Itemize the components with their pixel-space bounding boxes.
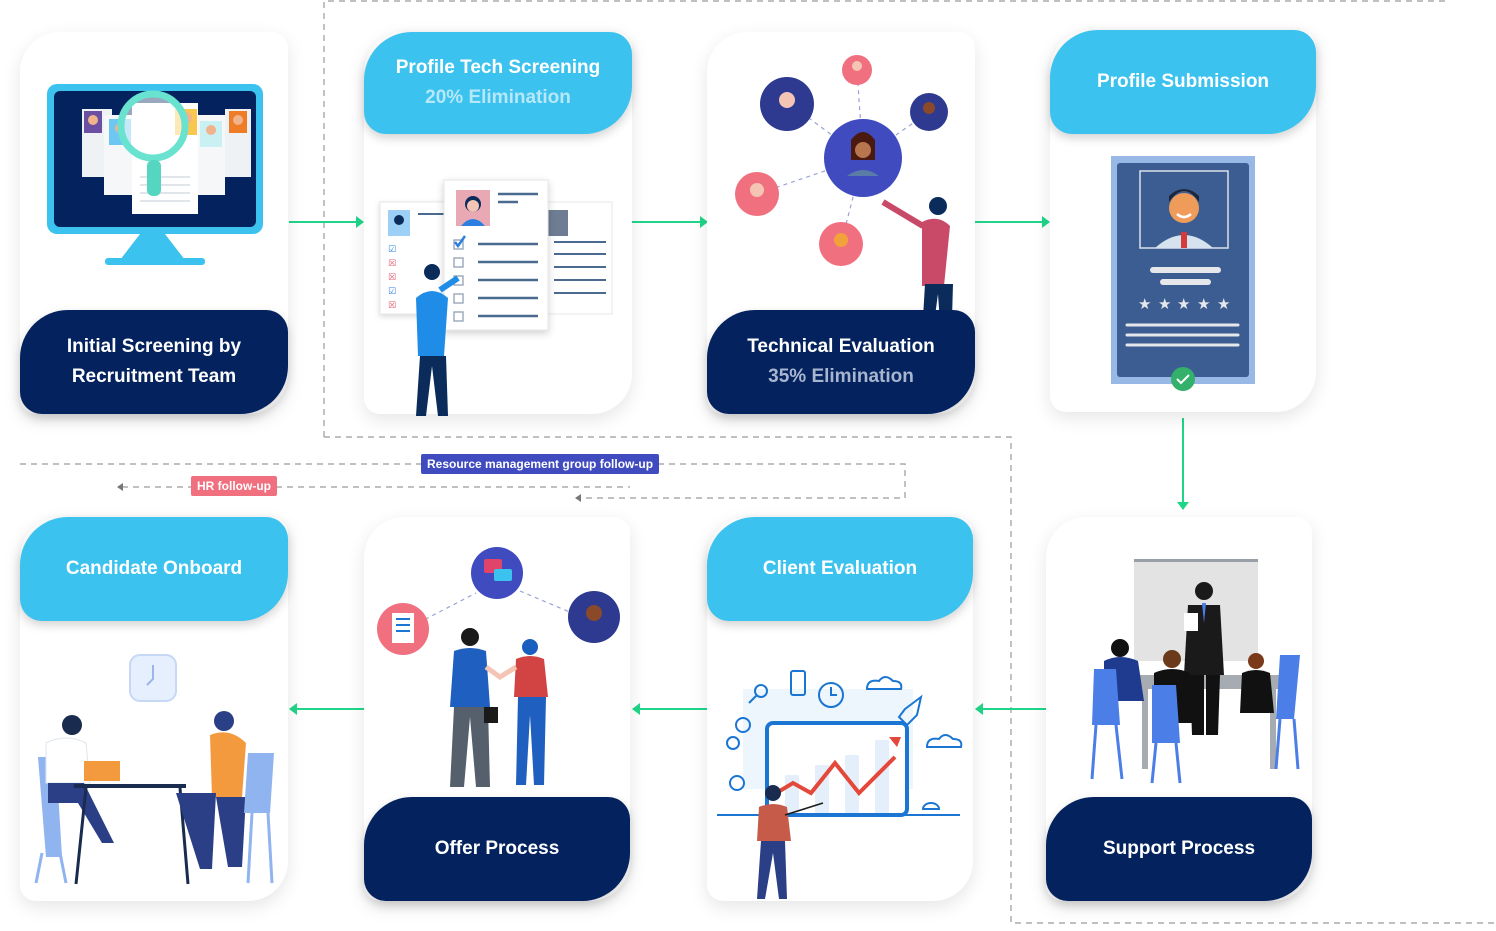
svg-text:☒: ☒ [388, 258, 396, 268]
resource-management-follow-up-tag: Resource management group follow-up [421, 454, 660, 474]
step-title: Client Evaluation [762, 558, 918, 579]
step-title-line2: Recruitment Team [71, 366, 237, 387]
step-caption: Technical Evaluation 35% Elimination [707, 310, 975, 414]
step-title: Support Process [1102, 838, 1256, 859]
handshake-offer-icon [377, 547, 620, 787]
step-card-profile-tech-screening: Profile Tech Screening 20% Elimination ☑… [364, 32, 632, 416]
step-title: Profile Submission [1096, 71, 1270, 92]
svg-text:☑: ☑ [388, 244, 396, 254]
step-caption: Offer Process [364, 797, 630, 901]
growth-presentation-icon [717, 670, 963, 899]
monitor-resume-search-icon [47, 84, 263, 265]
step-caption: Profile Submission [1050, 30, 1316, 134]
step-card-support-process: Support Process [1046, 517, 1312, 901]
step-caption: Candidate Onboard [20, 517, 288, 621]
step-title: Candidate Onboard [65, 558, 243, 579]
step-caption: Support Process [1046, 797, 1312, 901]
step-caption: Client Evaluation [707, 517, 973, 621]
step-card-offer-process: Offer Process [364, 517, 630, 901]
step-title: Initial Screening by [66, 336, 242, 357]
resume-checklist-icon: ☑ ☒ ☒ ☑ ☒ [379, 179, 613, 416]
rating-stars: ★ ★ ★ ★ ★ [1138, 296, 1230, 313]
step-caption: Profile Tech Screening 20% Elimination [364, 32, 632, 134]
svg-text:★: ★ [1217, 296, 1230, 313]
step-card-profile-submission: Profile Submission ★ ★ ★ ★ ★ [1050, 30, 1316, 412]
step-title: Profile Tech Screening [395, 57, 601, 78]
svg-text:☒: ☒ [388, 300, 396, 310]
svg-text:★: ★ [1138, 296, 1151, 313]
svg-text:★: ★ [1158, 296, 1171, 313]
step-card-candidate-onboard: Candidate Onboard [20, 517, 288, 901]
onboarding-meeting-icon [34, 654, 274, 885]
elimination-rate: 35% Elimination [768, 366, 914, 387]
elimination-rate: 20% Elimination [425, 87, 571, 108]
hr-follow-up-tag: HR follow-up [191, 476, 277, 496]
svg-text:★: ★ [1177, 296, 1190, 313]
step-title: Technical Evaluation [747, 336, 935, 357]
svg-text:★: ★ [1197, 296, 1210, 313]
svg-text:☑: ☑ [388, 286, 396, 296]
profile-card-icon: ★ ★ ★ ★ ★ [1111, 156, 1255, 391]
step-caption: Initial Screening by Recruitment Team [20, 310, 288, 414]
step-title: Offer Process [434, 838, 560, 859]
step-card-client-evaluation: Client Evaluation [707, 517, 973, 901]
candidate-network-icon [735, 55, 953, 352]
svg-text:☒: ☒ [388, 272, 396, 282]
step-card-technical-evaluation: Technical Evaluation 35% Elimination [707, 32, 975, 414]
team-meeting-icon [1090, 559, 1300, 784]
step-card-initial-screening: Initial Screening by Recruitment Team [20, 32, 288, 414]
